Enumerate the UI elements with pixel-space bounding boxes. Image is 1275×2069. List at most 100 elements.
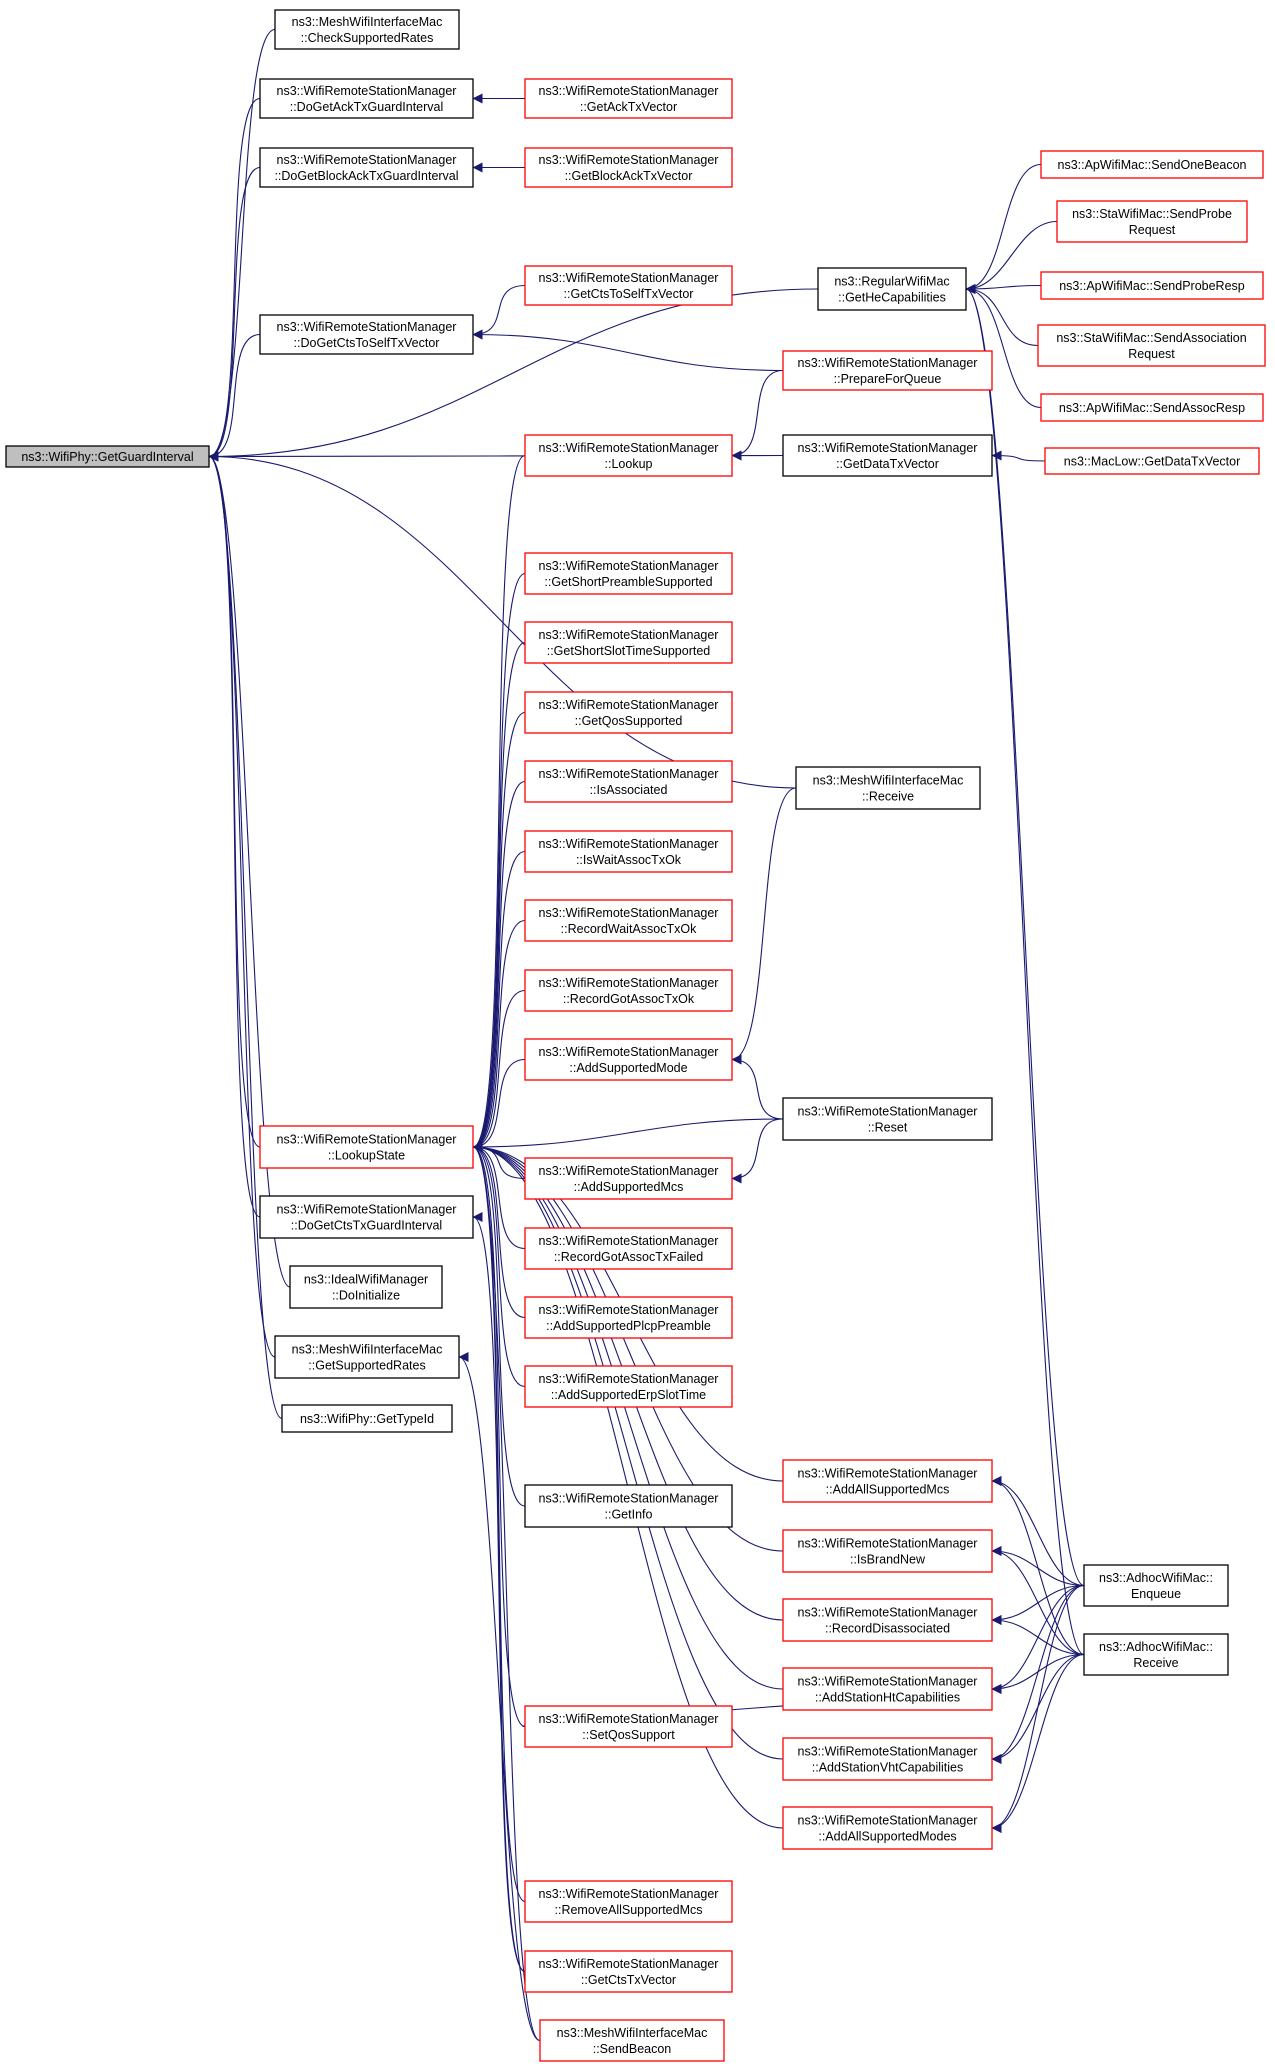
node-label-line: ::GetAckTxVector xyxy=(580,100,677,114)
node-getctstoself[interactable]: ns3::WifiRemoteStationManager::GetCtsToS… xyxy=(524,265,733,306)
node-regular_gethe[interactable]: ns3::RegularWifiMac::GetHeCapabilities xyxy=(817,267,967,311)
node-label-line: ns3::WifiRemoteStationManager xyxy=(539,1303,719,1317)
edge-mwim_sendbeacon-to-mwim_getsupportedrates xyxy=(458,1352,541,2042)
node-ap_sendassocresp[interactable]: ns3::ApWifiMac::SendAssocResp xyxy=(1040,393,1264,422)
node-label-line: ::Reset xyxy=(868,1121,908,1135)
node-ap_sendonebeacon[interactable]: ns3::ApWifiMac::SendOneBeacon xyxy=(1040,150,1264,179)
node-isassociated[interactable]: ns3::WifiRemoteStationManager::IsAssocia… xyxy=(524,760,733,803)
node-getdatatxvector[interactable]: ns3::WifiRemoteStationManager::GetDataTx… xyxy=(782,434,993,477)
edge-getinfo-to-lookupstate xyxy=(472,1142,526,1507)
edge-maclow_getdata-to-getdatatxvector xyxy=(991,450,1046,462)
node-box xyxy=(524,1484,733,1528)
node-box xyxy=(524,621,733,664)
node-label-line: Request xyxy=(1129,223,1176,237)
node-label-line: ns3::WifiRemoteStationManager xyxy=(539,271,719,285)
node-addstationvht[interactable]: ns3::WifiRemoteStationManager::AddStatio… xyxy=(782,1737,993,1781)
node-mwim_getsupportedrates[interactable]: ns3::MeshWifiInterfaceMac::GetSupportedR… xyxy=(274,1335,460,1379)
node-label-line: ns3::WifiRemoteStationManager xyxy=(539,153,719,167)
node-removeallsupportedmcs[interactable]: ns3::WifiRemoteStationManager::RemoveAll… xyxy=(524,1880,733,1923)
node-label-line: ::GetInfo xyxy=(605,1508,653,1522)
node-addsupportederp[interactable]: ns3::WifiRemoteStationManager::AddSuppor… xyxy=(524,1365,733,1408)
node-label-line: ns3::MeshWifiInterfaceMac xyxy=(813,774,964,788)
node-box xyxy=(259,147,474,188)
node-doget_acktxgi[interactable]: ns3::WifiRemoteStationManager::DoGetAckT… xyxy=(259,78,474,119)
edge-adhoc_enqueue-to-addallsupportedmodes xyxy=(991,1584,1085,1833)
node-label-line: ns3::WifiRemoteStationManager xyxy=(798,356,978,370)
node-ideal_doinit[interactable]: ns3::IdealWifiManager::DoInitialize xyxy=(289,1265,443,1309)
node-setqossupport[interactable]: ns3::WifiRemoteStationManager::SetQosSup… xyxy=(524,1705,733,1748)
node-addsupportedmcs[interactable]: ns3::WifiRemoteStationManager::AddSuppor… xyxy=(524,1157,733,1200)
node-recordwaitassoc[interactable]: ns3::WifiRemoteStationManager::RecordWai… xyxy=(524,899,733,942)
node-label-line: ns3::RegularWifiMac xyxy=(834,275,949,289)
edge-recordgotassoc-to-lookupstate xyxy=(472,989,526,1152)
node-box xyxy=(782,350,993,391)
node-label-line: ::CheckSupportedRates xyxy=(301,31,434,45)
node-box xyxy=(1056,200,1248,243)
node-addstationht[interactable]: ns3::WifiRemoteStationManager::AddStatio… xyxy=(782,1667,993,1711)
node-reset[interactable]: ns3::WifiRemoteStationManager::Reset xyxy=(782,1097,993,1141)
node-label-line: ns3::WifiRemoteStationManager xyxy=(277,320,457,334)
node-wifiphy_gettypeid[interactable]: ns3::WifiPhy::GetTypeId xyxy=(281,1404,453,1433)
node-lookup[interactable]: ns3::WifiRemoteStationManager::Lookup xyxy=(524,434,733,477)
node-recordgotassocfailed[interactable]: ns3::WifiRemoteStationManager::RecordGot… xyxy=(524,1227,733,1270)
node-label-line: ns3::WifiRemoteStationManager xyxy=(539,1492,719,1506)
node-doget_ctstxgi[interactable]: ns3::WifiRemoteStationManager::DoGetCtsT… xyxy=(259,1195,474,1239)
node-label-line: ::AddAllSupportedModes xyxy=(818,1830,956,1844)
node-getblockacktxvector[interactable]: ns3::WifiRemoteStationManager::GetBlockA… xyxy=(524,147,733,188)
node-isbrandnew[interactable]: ns3::WifiRemoteStationManager::IsBrandNe… xyxy=(782,1529,993,1573)
node-label-line: ::AddSupportedMode xyxy=(569,1061,687,1075)
node-recorddisassoc[interactable]: ns3::WifiRemoteStationManager::RecordDis… xyxy=(782,1598,993,1642)
node-label-line: ::RemoveAllSupportedMcs xyxy=(555,1903,703,1917)
node-label-line: ns3::ApWifiMac::SendAssocResp xyxy=(1059,401,1245,415)
node-box xyxy=(281,1404,453,1433)
node-lookupstate[interactable]: ns3::WifiRemoteStationManager::LookupSta… xyxy=(259,1125,474,1169)
node-mwim_checkrates[interactable]: ns3::MeshWifiInterfaceMac::CheckSupporte… xyxy=(274,9,460,50)
node-label-line: ns3::WifiRemoteStationManager xyxy=(539,767,719,781)
node-addallsupportedmodes[interactable]: ns3::WifiRemoteStationManager::AddAllSup… xyxy=(782,1806,993,1850)
node-addallsupportedmcs[interactable]: ns3::WifiRemoteStationManager::AddAllSup… xyxy=(782,1459,993,1503)
node-box xyxy=(1040,393,1264,422)
node-maclow_getdata[interactable]: ns3::MacLow::GetDataTxVector xyxy=(1044,447,1260,475)
node-addsupportedplcp[interactable]: ns3::WifiRemoteStationManager::AddSuppor… xyxy=(524,1296,733,1339)
node-getqos[interactable]: ns3::WifiRemoteStationManager::GetQosSup… xyxy=(524,691,733,734)
node-getinfo[interactable]: ns3::WifiRemoteStationManager::GetInfo xyxy=(524,1484,733,1528)
node-label-line: ::GetQosSupported xyxy=(575,714,683,728)
node-mwim_sendbeacon[interactable]: ns3::MeshWifiInterfaceMac::SendBeacon xyxy=(539,2019,725,2062)
node-ap_sendproberesp[interactable]: ns3::ApWifiMac::SendProbeResp xyxy=(1040,271,1264,300)
node-box xyxy=(524,830,733,873)
node-root[interactable]: ns3::WifiPhy::GetGuardInterval xyxy=(5,445,210,468)
node-label-line: ns3::WifiRemoteStationManager xyxy=(539,1887,719,1901)
node-doget_blockacktxgi[interactable]: ns3::WifiRemoteStationManager::DoGetBloc… xyxy=(259,147,474,188)
node-label-line: ::GetCtsTxVector xyxy=(581,1973,676,1987)
node-label-line: ns3::WifiRemoteStationManager xyxy=(798,1105,978,1119)
node-label-line: ns3::WifiRemoteStationManager xyxy=(539,1712,719,1726)
node-addsupportedmode[interactable]: ns3::WifiRemoteStationManager::AddSuppor… xyxy=(524,1038,733,1081)
node-mwim_receive[interactable]: ns3::MeshWifiInterfaceMac::Receive xyxy=(795,766,981,810)
node-getctstxvector[interactable]: ns3::WifiRemoteStationManager::GetCtsTxV… xyxy=(524,1950,733,1993)
node-box xyxy=(782,1598,993,1642)
node-recordgotassoc[interactable]: ns3::WifiRemoteStationManager::RecordGot… xyxy=(524,969,733,1012)
node-getacktxvector[interactable]: ns3::WifiRemoteStationManager::GetAckTxV… xyxy=(524,78,733,119)
edge-getshortslot-to-lookupstate xyxy=(472,641,526,1152)
node-adhoc_receive[interactable]: ns3::AdhocWifiMac::Receive xyxy=(1083,1633,1229,1676)
node-label-line: ::GetBlockAckTxVector xyxy=(565,169,693,183)
node-label-line: ::GetShortSlotTimeSupported xyxy=(547,644,711,658)
node-box xyxy=(524,1950,733,1993)
edge-adhoc_enqueue-to-addstationht xyxy=(991,1584,1085,1694)
edge-doget_ctstxgi-to-root xyxy=(208,451,261,1218)
node-adhoc_enqueue[interactable]: ns3::AdhocWifiMac::Enqueue xyxy=(1083,1564,1229,1607)
node-label-line: ns3::WifiPhy::GetTypeId xyxy=(300,1412,434,1426)
node-getshortpreamble[interactable]: ns3::WifiRemoteStationManager::GetShortP… xyxy=(524,552,733,595)
node-getshortslot[interactable]: ns3::WifiRemoteStationManager::GetShortS… xyxy=(524,621,733,664)
node-label-line: ns3::WifiRemoteStationManager xyxy=(798,441,978,455)
node-label-line: ::DoGetCtsTxGuardInterval xyxy=(291,1219,442,1233)
node-doget_ctstoself[interactable]: ns3::WifiRemoteStationManager::DoGetCtsT… xyxy=(259,314,474,355)
node-prepareforqueue[interactable]: ns3::WifiRemoteStationManager::PrepareFo… xyxy=(782,350,993,391)
node-iswaitassoc[interactable]: ns3::WifiRemoteStationManager::IsWaitAss… xyxy=(524,830,733,873)
edge-wifiphy_gettypeid-to-root xyxy=(208,451,283,1420)
edge-sta_sendprobe-to-regular_gethe xyxy=(965,220,1058,294)
node-label-line: ::SetQosSupport xyxy=(582,1728,675,1742)
node-label-line: ns3::WifiRemoteStationManager xyxy=(798,1675,978,1689)
